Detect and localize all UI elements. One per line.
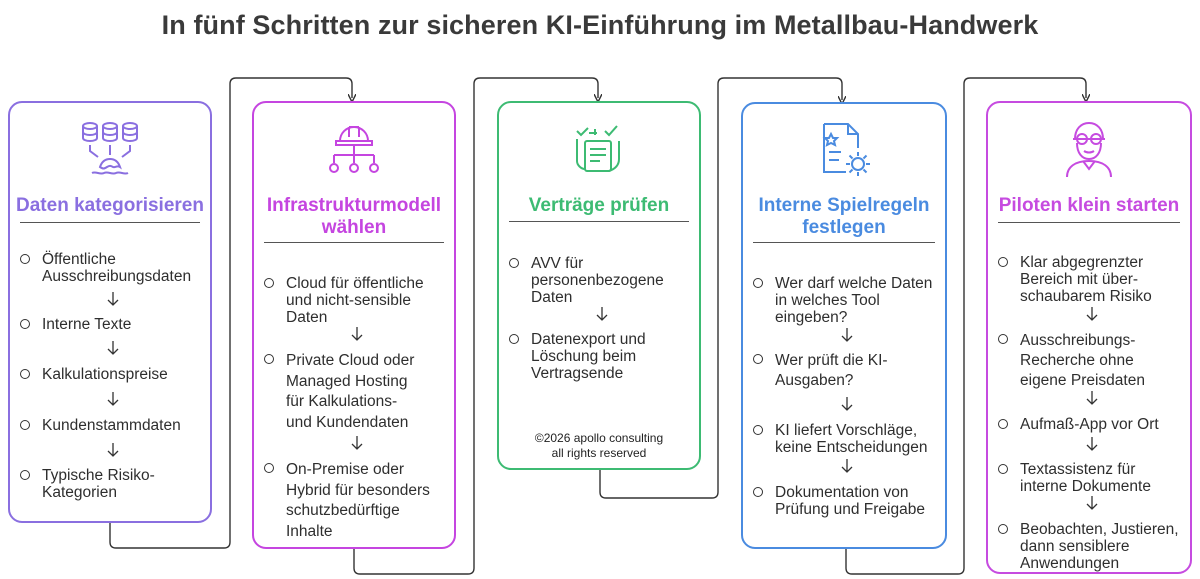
bullet-icon [20,319,30,329]
pilot-icon [1066,121,1112,178]
arrow-down-icon [1086,437,1098,451]
list-item: Interne Texte [20,316,208,333]
step-card-3: Verträge prüfen AVV für personenbezogene… [497,101,701,470]
heading-divider [264,242,444,243]
document-gear-icon [822,123,870,176]
arrow-down-icon [351,327,363,341]
bullet-icon [998,464,1008,474]
list-item: Kalkulationspreise [20,366,208,383]
bullet-icon [753,487,763,497]
bullet-icon [753,278,763,288]
list-item: AVV für personenbezogene Daten [509,255,697,306]
bullet-icon [509,334,519,344]
arrow-down-icon [107,292,119,306]
bullet-icon [20,470,30,480]
connector-4-5 [845,77,1086,575]
bullet-icon [264,463,274,473]
list-item: Wer prüft die KI- Ausgaben? [753,351,943,391]
connector-3-4 [599,77,842,499]
list-item: Cloud für öffentliche und nicht-sensible… [264,275,452,326]
step-card-4: Interne Spielregeln festlegen Wer darf w… [741,102,947,549]
arrow-down-icon [596,307,608,321]
bullet-icon [753,425,763,435]
list-item: Klar abgegrenzter Bereich mit über- scha… [998,254,1188,305]
bullet-icon [998,419,1008,429]
bullet-icon [20,254,30,264]
arrow-down-icon [841,328,853,342]
connector-2-3 [353,77,598,575]
step-heading: Verträge prüfen [528,195,670,216]
arrow-down-icon [107,392,119,406]
heading-divider [509,221,689,222]
arrow-down-icon [1086,496,1098,510]
list-item: On-Premise oder Hybrid für besonders sch… [264,460,452,542]
bullet-icon [998,334,1008,344]
copyright-notice: ©2026 apollo consulting all rights reser… [534,431,664,460]
bullet-icon [20,369,30,379]
bullet-icon [998,524,1008,534]
list-item: Wer darf welche Daten in welches Tool ei… [753,275,943,326]
network-helmet-icon [329,126,379,173]
list-item: Textassistenz für interne Dokumente [998,461,1188,495]
heading-divider [998,222,1180,223]
list-item: Dokumentation von Prüfung und Freigabe [753,484,943,518]
arrow-down-icon [107,341,119,355]
step-heading: Daten kategorisieren [16,195,204,216]
heading-divider [753,242,935,243]
list-item: Typische Risiko- Kategorien [20,467,208,501]
list-item: Datenexport und Löschung beim Vertragsen… [509,331,697,382]
database-icon [82,122,138,175]
step-heading: Infrastrukturmodell wählen [266,195,442,238]
step-card-2: Infrastrukturmodell wählen Cloud für öff… [252,101,456,549]
checklist-icon [576,125,620,172]
arrow-down-icon [1086,391,1098,405]
list-item: Beobachten, Justieren, dann sensiblere A… [998,521,1188,572]
bullet-icon [753,354,763,364]
bullet-icon [264,278,274,288]
bullet-icon [20,420,30,430]
step-heading: Piloten klein starten [998,195,1180,216]
list-item: Ausschreibungs- Recherche ohne eigene Pr… [998,331,1188,391]
step-card-1: Daten kategorisieren Öffentliche Ausschr… [8,101,212,523]
arrow-down-icon [351,436,363,450]
connector-1-2 [109,77,352,549]
step-heading: Interne Spielregeln festlegen [758,195,930,238]
arrow-down-icon [1086,307,1098,321]
step-card-5: Piloten klein starten Klar abgegrenzter … [986,101,1192,574]
bullet-icon [509,258,519,268]
list-item: Öffentliche Ausschreibungsdaten [20,251,208,285]
arrow-down-icon [107,443,119,457]
list-item: Aufmaß-App vor Ort [998,416,1188,433]
bullet-icon [264,354,274,364]
bullet-icon [998,257,1008,267]
list-item: Private Cloud oder Managed Hosting für K… [264,351,452,433]
list-item: Kundenstammdaten [20,417,208,434]
arrow-down-icon [841,459,853,473]
page-title: In fünf Schritten zur sicheren KI-Einfüh… [161,10,1039,40]
list-item: KI liefert Vorschläge, keine Entscheidun… [753,422,943,456]
heading-divider [20,222,200,223]
arrow-down-icon [841,397,853,411]
